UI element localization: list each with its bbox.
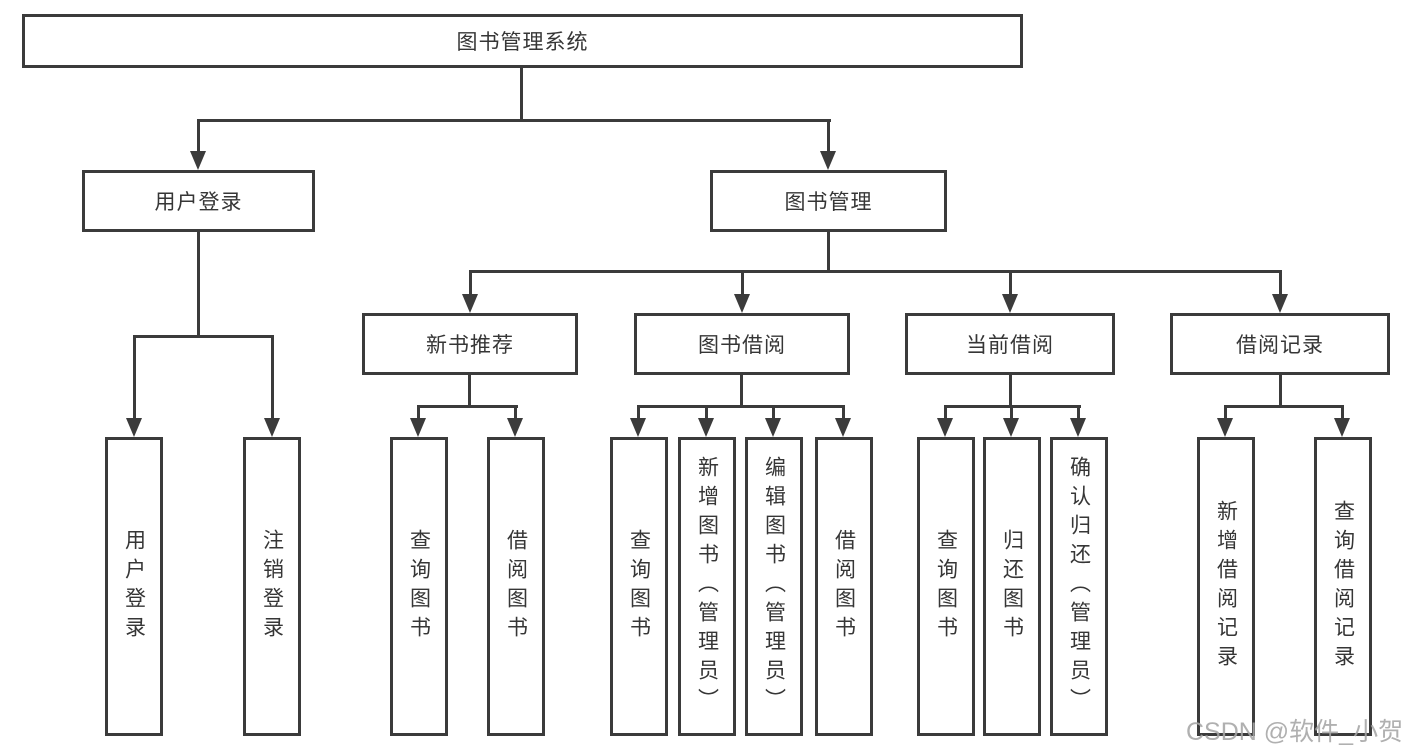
- connector: [520, 68, 523, 122]
- connector: [417, 405, 518, 408]
- csdn-watermark: CSDN @软件_小贺同学: [1186, 718, 1405, 746]
- node-book-borrowing: 图书借阅: [634, 313, 850, 375]
- connector: [417, 405, 420, 421]
- leaf-query-books: 查询图书: [610, 437, 668, 736]
- node-current-borrowing: 当前借阅: [905, 313, 1115, 375]
- leaf-query-books: 查询图书: [917, 437, 975, 736]
- leaf-label: 借阅图书: [504, 528, 528, 645]
- node-book-management: 图书管理: [710, 170, 947, 232]
- connector: [1077, 405, 1080, 421]
- leaf-label: 借阅图书: [832, 528, 856, 645]
- leaf-return-books: 归还图书: [983, 437, 1041, 736]
- connector: [741, 270, 744, 296]
- arrow-down-icon: [1002, 294, 1018, 313]
- connector: [740, 375, 743, 408]
- connector: [468, 375, 471, 408]
- leaf-borrow-books: 借阅图书: [815, 437, 873, 736]
- leaf-label: 用户登录: [122, 528, 146, 645]
- leaf-borrow-books: 借阅图书: [487, 437, 545, 736]
- leaf-query-borrow-record: 查询借阅记录: [1314, 437, 1372, 736]
- connector: [1279, 270, 1282, 296]
- leaf-query-books: 查询图书: [390, 437, 448, 736]
- node-new-book-recommendation: 新书推荐: [362, 313, 578, 375]
- leaf-user-login: 用户登录: [105, 437, 163, 736]
- arrow-down-icon: [264, 418, 280, 437]
- leaf-label: 注销登录: [260, 528, 284, 645]
- arrow-down-icon: [835, 418, 851, 437]
- connector: [197, 232, 200, 338]
- arrow-down-icon: [765, 418, 781, 437]
- arrow-down-icon: [1217, 418, 1233, 437]
- arrow-down-icon: [1272, 294, 1288, 313]
- arrow-down-icon: [1003, 418, 1019, 437]
- connector: [705, 405, 708, 421]
- connector: [514, 405, 517, 421]
- connector: [1009, 375, 1012, 408]
- leaf-label: 查询图书: [627, 528, 651, 645]
- connector: [944, 405, 947, 421]
- connector: [197, 119, 831, 122]
- arrow-down-icon: [937, 418, 953, 437]
- connector: [1010, 405, 1013, 421]
- node-user-login: 用户登录: [82, 170, 315, 232]
- leaf-edit-books-admin: 编辑图书（管理员）: [745, 437, 803, 736]
- leaf-label: 查询借阅记录: [1331, 499, 1355, 674]
- connector: [469, 270, 472, 296]
- arrow-down-icon: [126, 418, 142, 437]
- node-borrowing-records: 借阅记录: [1170, 313, 1390, 375]
- arrow-down-icon: [507, 418, 523, 437]
- arrow-down-icon: [410, 418, 426, 437]
- leaf-label: 查询图书: [407, 528, 431, 645]
- connector: [1279, 375, 1282, 408]
- leaf-label: 归还图书: [1000, 528, 1024, 645]
- arrow-down-icon: [820, 151, 836, 170]
- leaf-label: 确认归还（管理员）: [1067, 456, 1091, 717]
- connector: [271, 335, 274, 419]
- leaf-confirm-return-admin: 确认归还（管理员）: [1050, 437, 1108, 736]
- connector: [1341, 405, 1344, 421]
- connector: [637, 405, 845, 408]
- connector: [133, 335, 274, 338]
- connector: [772, 405, 775, 421]
- arrow-down-icon: [630, 418, 646, 437]
- connector: [133, 335, 136, 419]
- connector: [842, 405, 845, 421]
- connector: [827, 232, 830, 273]
- connector: [197, 119, 200, 153]
- connector: [1224, 405, 1227, 421]
- leaf-label: 新增借阅记录: [1214, 499, 1238, 674]
- arrow-down-icon: [698, 418, 714, 437]
- leaf-add-borrow-record: 新增借阅记录: [1197, 437, 1255, 736]
- leaf-label: 新增图书（管理员）: [695, 456, 719, 717]
- connector: [827, 119, 830, 153]
- leaf-label: 查询图书: [934, 528, 958, 645]
- connector: [637, 405, 640, 421]
- leaf-label: 编辑图书（管理员）: [762, 456, 786, 717]
- leaf-logout: 注销登录: [243, 437, 301, 736]
- arrow-down-icon: [1334, 418, 1350, 437]
- arrow-down-icon: [1070, 418, 1086, 437]
- connector: [1009, 270, 1012, 296]
- arrow-down-icon: [190, 151, 206, 170]
- node-library-management-system: 图书管理系统: [22, 14, 1023, 68]
- arrow-down-icon: [734, 294, 750, 313]
- leaf-add-books-admin: 新增图书（管理员）: [678, 437, 736, 736]
- connector: [469, 270, 1282, 273]
- arrow-down-icon: [462, 294, 478, 313]
- connector: [1224, 405, 1344, 408]
